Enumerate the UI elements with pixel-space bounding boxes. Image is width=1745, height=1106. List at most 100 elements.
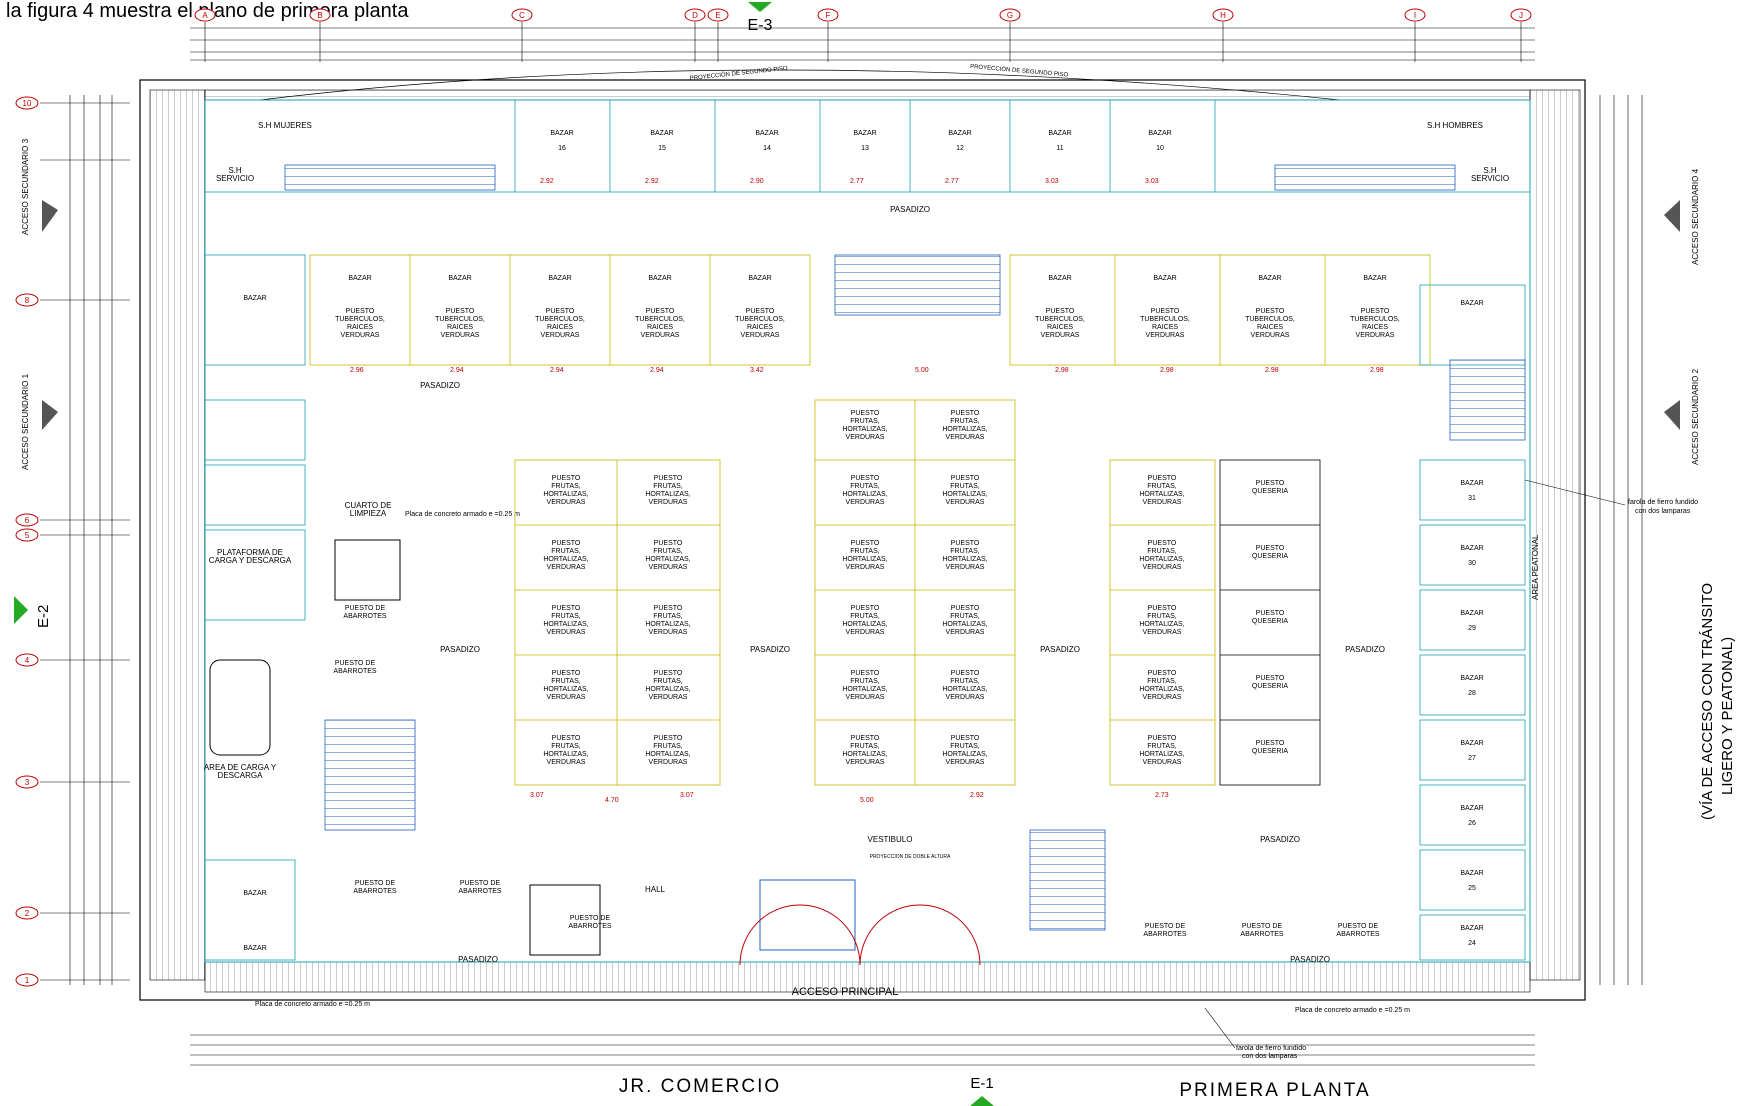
frutas-a5-l4: VERDURAS	[547, 759, 586, 766]
dim-bot-1: 3.07	[530, 792, 544, 799]
frutas-e4-l1: PUESTO	[1148, 670, 1177, 677]
frutas-a5-l2: FRUTAS,	[551, 743, 580, 750]
frutas-e1-l3: HORTALIZAS,	[1139, 491, 1184, 498]
queseria-4-l1: PUESTO	[1256, 675, 1285, 682]
frutas-d3-l4: VERDURAS	[946, 629, 985, 636]
sh-women-label: S.H MUJERES	[258, 121, 312, 130]
dim-bot-6: 2.73	[1155, 792, 1169, 799]
axis-label-f: F	[826, 11, 831, 20]
frutas-e1-l4: VERDURAS	[1143, 499, 1182, 506]
axis-label-b: B	[317, 11, 322, 20]
frutas-d0-l3: HORTALIZAS,	[942, 426, 987, 433]
dim-bot-5: 2.92	[970, 792, 984, 799]
tub-4-l1: PUESTO	[646, 308, 675, 315]
frutas-c4-l2: FRUTAS,	[850, 678, 879, 685]
frutas-c4-l3: HORTALIZAS,	[842, 686, 887, 693]
abarrotes-c-l1: PUESTO DE	[570, 915, 611, 922]
pasadizo-mid: PASADIZO	[420, 381, 460, 390]
pasadizo-lower-far: PASADIZO	[1290, 955, 1330, 964]
stairs-hall-right	[1029, 829, 1106, 931]
dim-bot-4: 5.00	[860, 797, 874, 804]
access-left-1-label: ACCESO SECUNDARIO 1	[21, 373, 30, 470]
frutas-c0-l2: FRUTAS,	[850, 418, 879, 425]
dim-top-5: 2.77	[945, 178, 959, 185]
interior-frame	[204, 99, 1531, 963]
bazar-right-24-num: 24	[1468, 940, 1476, 947]
projection-arc	[259, 69, 1341, 101]
top-dimension-lines	[190, 27, 1535, 61]
frutas-c5-l3: HORTALIZAS,	[842, 751, 887, 758]
frutas-e5-l4: VERDURAS	[1143, 759, 1182, 766]
stairs-right	[1449, 359, 1526, 441]
axis-label-1: 1	[25, 976, 30, 985]
stairs-left-lower	[324, 719, 416, 831]
frutas-a3-l1: PUESTO	[552, 605, 581, 612]
frutas-d2-l3: HORTALIZAS,	[942, 556, 987, 563]
frutas-a4-l2: FRUTAS,	[551, 678, 580, 685]
frutas-e4-l3: HORTALIZAS,	[1139, 686, 1184, 693]
access-arrow-left-1-icon	[42, 400, 58, 430]
frutas-b5-l2: FRUTAS,	[653, 743, 682, 750]
car-icon	[209, 659, 271, 756]
sheet-title: PRIMERA PLANTA	[1179, 1080, 1370, 1101]
tuberculos-row	[309, 254, 1431, 366]
section-mark-top: E-3	[748, 17, 773, 34]
frutas-d1-l4: VERDURAS	[946, 499, 985, 506]
frutas-e2-l2: FRUTAS,	[1147, 548, 1176, 555]
top-axis-ticks	[204, 22, 1522, 62]
bazar-top-13-num: 13	[861, 145, 869, 152]
axis-label-j: J	[1519, 11, 1523, 20]
dim-bot-2: 4.70	[605, 797, 619, 804]
stairs-top-left	[284, 164, 496, 191]
section-arrow-top-icon	[748, 2, 772, 12]
stairs-top-right	[1274, 164, 1456, 191]
dim-top-7: 3.03	[1145, 178, 1159, 185]
access-left-3-label: ACCESO SECUNDARIO 3	[21, 138, 30, 235]
frutas-d0-l4: VERDURAS	[946, 434, 985, 441]
abarrotes-26-l2: ABARROTES	[1336, 931, 1380, 938]
queseria-3-l1: PUESTO	[1256, 610, 1285, 617]
plataforma-l2: CARGA Y DESCARGA	[209, 556, 292, 565]
sh-men-label: S.H HOMBRES	[1427, 121, 1483, 130]
bazar-top-11: BAZAR	[1048, 130, 1071, 137]
vestibulo-label: VESTIBULO	[868, 835, 913, 844]
placa-note-bottom-right: Placa de concreto armado e =0.25 m	[1295, 1007, 1410, 1014]
access-right-2-label: ACCESO SECUNDARIO 2	[1691, 368, 1700, 465]
axis-label-c: C	[519, 11, 525, 20]
left-axis-bubbles	[15, 96, 39, 987]
dim-mid-8: 2.98	[1160, 367, 1174, 374]
queseria-3-l2: QUESERIA	[1252, 618, 1289, 625]
service-left-l1: S.H	[228, 166, 242, 175]
bazar-row-1: BAZAR	[348, 275, 371, 282]
frutas-c1-l2: FRUTAS,	[850, 483, 879, 490]
tub-8-l4: VERDURAS	[1251, 332, 1290, 339]
frutas-d3-l1: PUESTO	[951, 605, 980, 612]
bazar-right-29: BAZAR	[1460, 610, 1483, 617]
area-peatonal-label: AREA PEATONAL	[1531, 534, 1540, 600]
bazar-row-5: BAZAR	[748, 275, 771, 282]
bazar-right-31: BAZAR	[1460, 480, 1483, 487]
frutas-a4-l4: VERDURAS	[547, 694, 586, 701]
tub-1-l2: TUBERCULOS,	[335, 316, 385, 323]
abarrotes-29-l2: ABARROTES	[343, 613, 387, 620]
frutas-e4-l4: VERDURAS	[1143, 694, 1182, 701]
frutas-b2-l2: FRUTAS,	[653, 548, 682, 555]
frutas-a3-l3: HORTALIZAS,	[543, 621, 588, 628]
frutas-b3-l2: FRUTAS,	[653, 613, 682, 620]
proyeccion-doble-label: PROYECCION DE DOBLE ALTURA	[870, 854, 951, 860]
axis-label-e: E	[715, 11, 720, 20]
queseria-4-l2: QUESERIA	[1252, 683, 1289, 690]
bazar-17: BAZAR	[243, 295, 266, 302]
frutas-d5-l2: FRUTAS,	[950, 743, 979, 750]
frutas-c2-l1: PUESTO	[851, 540, 880, 547]
axis-label-4: 4	[25, 656, 30, 665]
frutas-c3-l1: PUESTO	[851, 605, 880, 612]
plataforma-l1: PLATAFORMA DE	[217, 548, 283, 557]
queseria-5-l2: QUESERIA	[1252, 748, 1289, 755]
bazar-top-13: BAZAR	[853, 130, 876, 137]
section-mark-left: E-2	[35, 605, 52, 628]
frutas-a2-l4: VERDURAS	[547, 564, 586, 571]
bazar-top-14: BAZAR	[755, 130, 778, 137]
left-column-walls	[204, 254, 306, 961]
